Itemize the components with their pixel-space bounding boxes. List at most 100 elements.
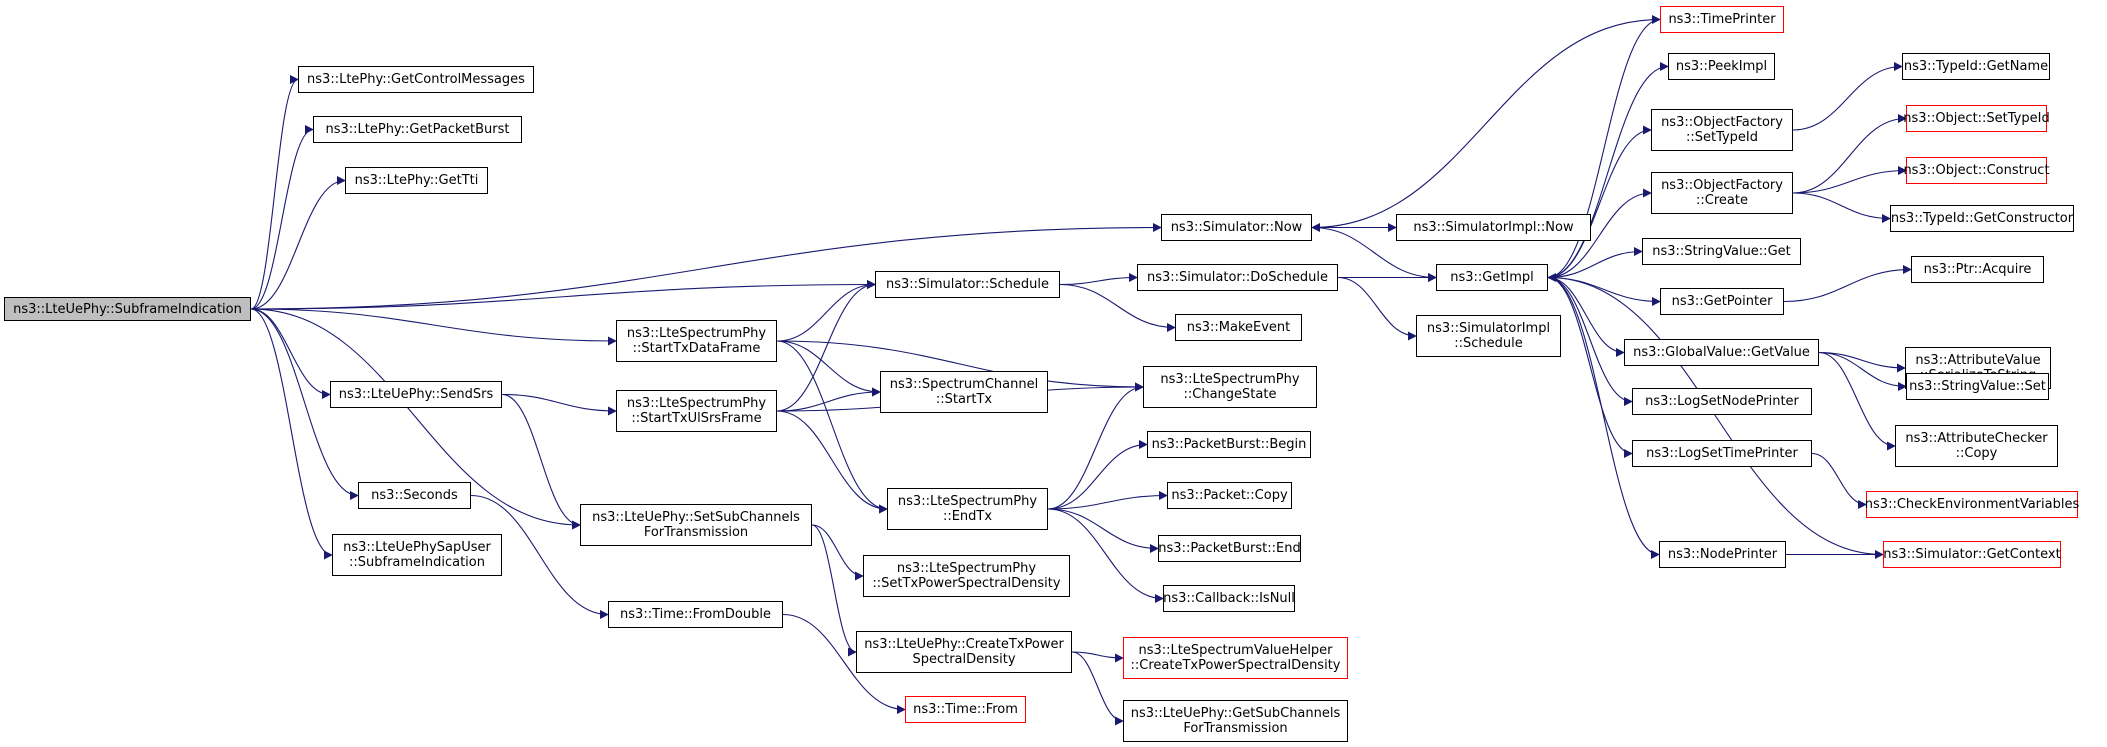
node-starttxulsrs[interactable]: ns3::LteSpectrumPhy::StartTxUlSrsFrame <box>616 390 777 432</box>
node-ptracquire[interactable]: ns3::Ptr::Acquire <box>1911 256 2044 283</box>
node-makeevent[interactable]: ns3::MakeEvent <box>1175 314 1302 341</box>
node-label: ns3::SpectrumChannel <box>889 377 1039 392</box>
node-label: ns3::GetPointer <box>1671 294 1773 309</box>
node-label: ns3::PeekImpl <box>1675 59 1768 74</box>
edge-starttxulsrs-to-schedule <box>776 280 876 412</box>
node-gettti[interactable]: ns3::LtePhy::GetTti <box>345 167 488 194</box>
node-root: ns3::LteUePhy::SubframeIndication <box>4 297 251 321</box>
node-nodeprinter[interactable]: ns3::NodePrinter <box>1659 541 1786 568</box>
node-accopy[interactable]: ns3::AttributeChecker::Copy <box>1895 425 2058 467</box>
edge-root-to-schedule <box>250 280 876 310</box>
edge-sendsrs-to-starttxulsrs <box>501 393 617 416</box>
node-callbackisnull[interactable]: ns3::Callback::IsNull <box>1163 585 1295 612</box>
node-now[interactable]: ns3::Simulator::Now <box>1161 214 1312 241</box>
edge-getimpl-to-timeprinter <box>1547 15 1661 279</box>
node-label: ns3::LteSpectrumPhy <box>896 561 1037 576</box>
node-valuehelper[interactable]: ns3::LteSpectrumValueHelper::CreateTxPow… <box>1123 637 1348 679</box>
node-timeprinter[interactable]: ns3::TimePrinter <box>1660 6 1784 33</box>
node-label: ::StartTxUlSrsFrame <box>631 411 762 426</box>
edge-starttxdata-to-schedule <box>776 280 876 342</box>
edge-endtx-to-pbbegin <box>1047 440 1148 510</box>
edge-root-to-getpacketburst <box>250 125 314 310</box>
node-label: ns3::ObjectFactory <box>1661 178 1783 193</box>
node-timefrom[interactable]: ns3::Time::From <box>905 696 1026 723</box>
node-label: ns3::AttributeChecker <box>1905 431 2048 446</box>
node-label: ::SetTypeId <box>1685 130 1759 145</box>
node-implnow[interactable]: ns3::SimulatorImpl::Now <box>1396 214 1591 241</box>
node-packetcopy[interactable]: ns3::Packet::Copy <box>1167 482 1292 509</box>
edge-fromdouble-to-timefrom <box>782 613 906 714</box>
node-label: ns3::PacketBurst::End <box>1158 541 1301 556</box>
node-label: ns3::Time::FromDouble <box>620 607 771 622</box>
node-changestate[interactable]: ns3::LteSpectrumPhy::ChangeState <box>1143 366 1317 408</box>
edge-sendsrs-to-setsubchannels <box>501 393 581 530</box>
node-label: ns3::Simulator::DoSchedule <box>1146 270 1329 285</box>
node-label: SpectralDensity <box>912 652 1016 667</box>
node-label: ns3::CheckEnvironmentVariables <box>1864 497 2080 512</box>
node-typeidgetctor[interactable]: ns3::TypeId::GetConstructor <box>1890 205 2074 232</box>
node-sendsrs[interactable]: ns3::LteUePhy::SendSrs <box>330 381 502 408</box>
edge-logsettimeprinter-to-checkenv <box>1811 452 1867 509</box>
node-label: ns3::LteSpectrumPhy <box>897 494 1038 509</box>
node-gvgetvalue[interactable]: ns3::GlobalValue::GetValue <box>1624 339 1819 366</box>
node-label: ns3::LteSpectrumPhy <box>626 326 767 341</box>
node-typeidgetname[interactable]: ns3::TypeId::GetName <box>1902 53 2050 80</box>
node-pbend[interactable]: ns3::PacketBurst::End <box>1158 535 1301 562</box>
node-schedule[interactable]: ns3::Simulator::Schedule <box>875 271 1060 298</box>
edge-starttxdata-to-changestate <box>776 340 1144 392</box>
node-label: ::Copy <box>1955 446 1998 461</box>
node-implschedule[interactable]: ns3::SimulatorImpl::Schedule <box>1416 315 1561 357</box>
edge-createtxpsd-to-getsubchannels <box>1071 651 1124 726</box>
node-seconds[interactable]: ns3::Seconds <box>358 482 471 509</box>
node-getcontext[interactable]: ns3::Simulator::GetContext <box>1883 541 2061 568</box>
node-stringvalueget[interactable]: ns3::StringValue::Get <box>1642 238 1801 265</box>
node-label: ::Create <box>1696 193 1748 208</box>
node-endtx[interactable]: ns3::LteSpectrumPhy::EndTx <box>887 488 1048 530</box>
node-getpointer[interactable]: ns3::GetPointer <box>1660 288 1784 315</box>
node-label: ns3::LteUePhy::SubframeIndication <box>13 301 242 317</box>
node-logsetnodeprinter[interactable]: ns3::LogSetNodePrinter <box>1632 388 1812 415</box>
node-getpacketburst[interactable]: ns3::LtePhy::GetPacketBurst <box>313 116 522 143</box>
node-label: ::StartTxDataFrame <box>632 341 761 356</box>
node-label: ns3::Object::Construct <box>1903 163 2050 178</box>
node-ofsettypeid[interactable]: ns3::ObjectFactory::SetTypeId <box>1651 109 1793 151</box>
edge-getimpl-to-logsettimeprinter <box>1547 276 1633 458</box>
node-getcontrolmessages[interactable]: ns3::LtePhy::GetControlMessages <box>298 66 534 93</box>
node-label: ns3::StringValue::Get <box>1652 244 1791 259</box>
node-sapuser[interactable]: ns3::LteUePhySapUser::SubframeIndication <box>332 534 502 576</box>
node-label: ns3::TypeId::GetName <box>1903 59 2049 74</box>
edge-ofcreate-to-typeidgetctor <box>1792 192 1891 223</box>
node-objsettypeid[interactable]: ns3::Object::SetTypeId <box>1903 105 2050 132</box>
node-objconstruct[interactable]: ns3::Object::Construct <box>1903 157 2050 184</box>
node-label: ::SetTxPowerSpectralDensity <box>872 576 1061 591</box>
node-label: ns3::LteUePhy::SetSubChannels <box>592 510 800 525</box>
node-checkenv[interactable]: ns3::CheckEnvironmentVariables <box>1864 491 2080 518</box>
node-label: ns3::LogSetNodePrinter <box>1645 394 1799 409</box>
edge-seconds-to-fromdouble <box>470 494 609 619</box>
node-label: ns3::Simulator::Now <box>1170 220 1303 235</box>
node-starttxdata[interactable]: ns3::LteSpectrumPhy::StartTxDataFrame <box>616 320 777 362</box>
edge-endtx-to-packetcopy <box>1047 491 1168 510</box>
node-label: ns3::Seconds <box>371 488 458 503</box>
node-spectrumchannel[interactable]: ns3::SpectrumChannel::StartTx <box>880 371 1048 413</box>
node-logsettimeprinter[interactable]: ns3::LogSetTimePrinter <box>1632 440 1812 467</box>
node-fromdouble[interactable]: ns3::Time::FromDouble <box>608 601 783 628</box>
node-label: ::Schedule <box>1454 336 1523 351</box>
node-pbbegin[interactable]: ns3::PacketBurst::Begin <box>1147 431 1311 458</box>
node-label: ns3::NodePrinter <box>1667 547 1778 562</box>
node-ofcreate[interactable]: ns3::ObjectFactory::Create <box>1651 172 1793 214</box>
node-doschedule[interactable]: ns3::Simulator::DoSchedule <box>1137 264 1338 291</box>
node-peekimpl[interactable]: ns3::PeekImpl <box>1668 53 1775 80</box>
node-settxpsd[interactable]: ns3::LteSpectrumPhy::SetTxPowerSpectralD… <box>863 555 1070 597</box>
node-label: ns3::SimulatorImpl::Now <box>1413 220 1574 235</box>
node-label: ns3::LteSpectrumValueHelper <box>1138 643 1333 658</box>
node-stringvalueset[interactable]: ns3::StringValue::Set <box>1906 373 2049 400</box>
edge-getpointer-to-ptracquire <box>1783 265 1912 303</box>
node-getimpl[interactable]: ns3::GetImpl <box>1436 264 1548 291</box>
edge-gvgetvalue-to-stringvalueset <box>1818 351 1907 391</box>
edge-now-to-getimpl <box>1311 226 1437 282</box>
node-label: ns3::LteSpectrumPhy <box>1160 372 1300 387</box>
